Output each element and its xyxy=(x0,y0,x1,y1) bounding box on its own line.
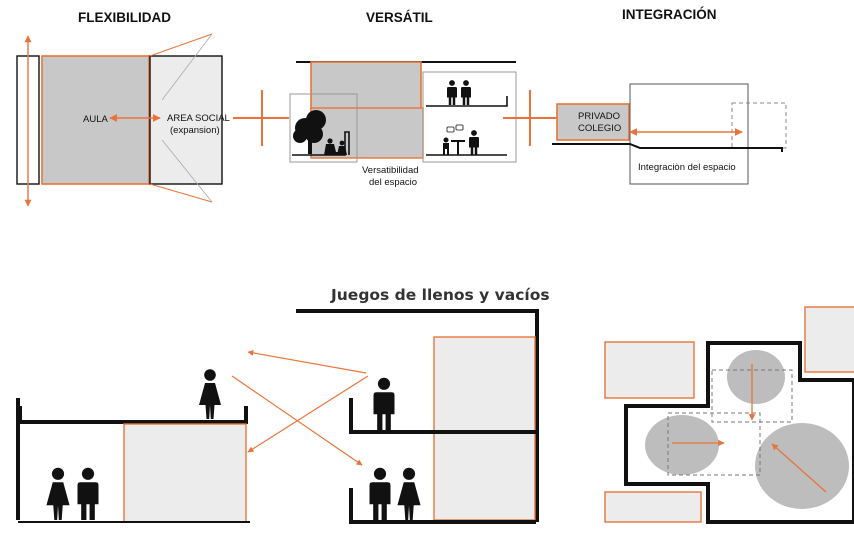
aula-label: AULA xyxy=(83,114,108,125)
plan-box-top-left xyxy=(604,341,695,399)
sitting-people-icon xyxy=(324,138,347,155)
plan-arrow-diag xyxy=(771,443,827,493)
dashed-box xyxy=(731,102,787,149)
plan-circle-top xyxy=(727,350,785,404)
expansion-label: (expansion) xyxy=(170,125,220,136)
espacio-label: del espacio xyxy=(369,177,417,188)
privado-box xyxy=(556,103,630,141)
plan-dashed-2 xyxy=(667,412,761,476)
plan-view xyxy=(604,306,854,524)
void-box-left xyxy=(123,423,247,523)
fan-line-top-1 xyxy=(149,33,213,57)
meeting-icon xyxy=(443,124,479,155)
connector-cross-1 xyxy=(233,90,289,146)
versatil-title: VERSÁTIL xyxy=(366,10,433,25)
right-floor-upper xyxy=(349,398,536,434)
plan-box-top-right xyxy=(804,306,854,373)
fan-line-bottom-1 xyxy=(149,183,213,203)
plan-box-bottom-left xyxy=(604,491,702,523)
colegio-label: COLEGIO xyxy=(578,123,621,134)
fan-line-bottom-2 xyxy=(161,139,213,203)
section-left xyxy=(16,369,250,523)
right-roof xyxy=(296,309,539,522)
upper-box xyxy=(310,61,422,111)
right-floor-line xyxy=(426,96,508,107)
view-arrows xyxy=(231,349,369,466)
flexibilidad-diagram: FLEXIBILIDAD AULA AREA SOCIAL (expansion… xyxy=(16,10,230,207)
fan-line-top-2 xyxy=(161,33,213,101)
area-social-box xyxy=(149,55,223,185)
tree-icon xyxy=(293,110,326,154)
person-icon xyxy=(447,80,471,105)
connector-cross-2 xyxy=(503,90,557,146)
integracion-title: INTEGRACIÓN xyxy=(622,7,717,22)
section-right xyxy=(296,309,539,524)
integracion-diagram: INTEGRACIÓN PRIVADO COLEGIO Integraciòn … xyxy=(552,7,787,185)
right-box xyxy=(422,71,517,163)
llenos-vacios-title: Juegos de llenos y vacíos xyxy=(330,286,550,304)
void-box-right-bottom xyxy=(433,431,536,521)
void-box-right-top xyxy=(433,336,536,433)
plan-circle-right xyxy=(755,423,849,509)
left-box xyxy=(289,93,358,163)
flexibilidad-title: FLEXIBILIDAD xyxy=(78,10,171,25)
upper-slab xyxy=(18,406,248,424)
area-social-label: AREA SOCIAL xyxy=(167,113,230,124)
ground-line xyxy=(552,143,783,152)
integracion-espacio-label: Integraciòn del espacio xyxy=(638,162,736,173)
person-icon xyxy=(369,377,421,520)
privado-label: PRIVADO xyxy=(578,111,620,122)
versatil-diagram: VERSÁTIL xyxy=(289,10,517,188)
plan-dashed-1 xyxy=(711,369,793,423)
plan-outline xyxy=(624,341,854,524)
plan-circle-left xyxy=(645,415,719,475)
versatilidad-label: Versatibilidad xyxy=(362,165,419,176)
right-floor-lower xyxy=(349,488,536,524)
